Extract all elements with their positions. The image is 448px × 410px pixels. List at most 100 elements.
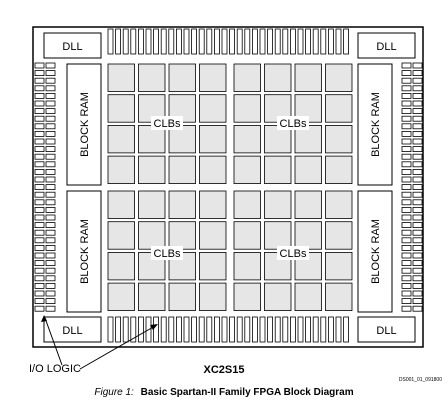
io-pad: [34, 85, 45, 92]
io-pad: [401, 93, 412, 99]
clb-cell: [199, 125, 227, 154]
io-pad: [229, 28, 236, 55]
clb-cell: [325, 282, 353, 312]
io-pad: [34, 153, 45, 160]
io-pad: [412, 153, 423, 160]
callout-line-bottom: [79, 325, 156, 370]
io-pad: [34, 93, 45, 99]
clb-cell: [294, 221, 322, 250]
io-pad: [34, 252, 45, 259]
block-ram-label: BLOCK RAM: [79, 92, 91, 157]
io-pad: [45, 93, 56, 99]
io-pad: [401, 62, 412, 69]
dll-label: DLL: [376, 41, 396, 53]
clbs-label-top-right: CLBs: [277, 116, 309, 130]
io-pad: [401, 206, 412, 213]
io-pad: [34, 191, 45, 198]
io-pad: [401, 267, 412, 274]
io-pad: [401, 222, 412, 229]
clb-cell: [199, 190, 227, 219]
io-pads-top: [107, 28, 350, 55]
io-pad: [401, 229, 412, 236]
io-pad: [412, 252, 423, 259]
clb-cell: [264, 221, 292, 250]
io-pad: [137, 28, 144, 55]
io-pad: [320, 316, 327, 343]
io-pad: [183, 28, 190, 55]
io-pad: [297, 28, 304, 55]
io-pad: [267, 28, 274, 55]
clb-cell: [138, 155, 166, 185]
io-pad: [34, 100, 45, 107]
io-pad: [412, 62, 423, 69]
clb-cell: [233, 155, 261, 185]
io-pad: [401, 191, 412, 198]
io-pad: [160, 316, 167, 343]
io-pad: [45, 267, 56, 274]
io-pad: [45, 85, 56, 92]
io-pad: [412, 290, 423, 297]
io-pad: [34, 161, 45, 168]
io-pad: [412, 115, 423, 122]
clb-cell: [264, 190, 292, 219]
io-pad: [34, 267, 45, 274]
io-pad: [251, 28, 258, 55]
clb-cell: [168, 221, 196, 250]
io-pad: [274, 316, 281, 343]
io-pad: [401, 108, 412, 114]
dll-bottom-left: DLL: [43, 316, 102, 343]
io-pad: [45, 290, 56, 297]
io-pad: [45, 62, 56, 69]
io-pad: [335, 28, 342, 55]
dll-label: DLL: [62, 325, 82, 337]
io-pad: [34, 244, 45, 251]
clb-cell: [199, 155, 227, 185]
io-pad: [213, 28, 220, 55]
io-pads-left: [34, 62, 56, 312]
io-pad: [45, 100, 56, 107]
dll-bottom-right: DLL: [357, 316, 416, 343]
io-logic-callout: I/O LOGIC: [29, 315, 158, 375]
io-pad: [401, 70, 412, 76]
io-pad: [45, 70, 56, 76]
io-pad: [122, 316, 129, 343]
io-pad: [198, 316, 205, 343]
io-pad: [34, 123, 45, 130]
clb-cell: [199, 251, 227, 281]
io-pad: [259, 316, 266, 343]
io-pad: [412, 108, 423, 114]
clb-cell: [233, 125, 261, 154]
clb-cell: [168, 63, 196, 92]
clb-cell: [199, 63, 227, 92]
io-pad: [401, 130, 412, 137]
io-pad: [401, 282, 412, 289]
clb-cell: [168, 190, 196, 219]
io-pad: [401, 161, 412, 168]
io-pad: [412, 206, 423, 213]
io-pad: [401, 115, 412, 122]
io-pad: [168, 28, 175, 55]
io-pad: [115, 316, 121, 343]
clb-array: [107, 63, 353, 312]
clb-cell: [107, 221, 135, 250]
io-pad: [130, 28, 137, 55]
io-pad: [412, 237, 423, 244]
io-pad: [412, 176, 423, 183]
io-pad: [45, 214, 56, 221]
io-pad: [34, 176, 45, 183]
io-pad: [34, 214, 45, 221]
clb-cell: [199, 94, 227, 123]
io-pad: [122, 28, 129, 55]
clb-cell: [294, 63, 322, 92]
clb-cell: [168, 155, 196, 185]
io-pad: [168, 316, 175, 343]
clb-cell: [325, 251, 353, 281]
clbs-label: CLBs: [154, 118, 181, 130]
clbs-label-bottom-right: CLBs: [277, 246, 309, 260]
clb-cell: [264, 282, 292, 312]
figure-caption: Figure 1: Basic Spartan-II Family FPGA B…: [0, 387, 448, 398]
io-pad: [34, 229, 45, 236]
io-pad: [401, 298, 412, 305]
clb-cell: [199, 282, 227, 312]
